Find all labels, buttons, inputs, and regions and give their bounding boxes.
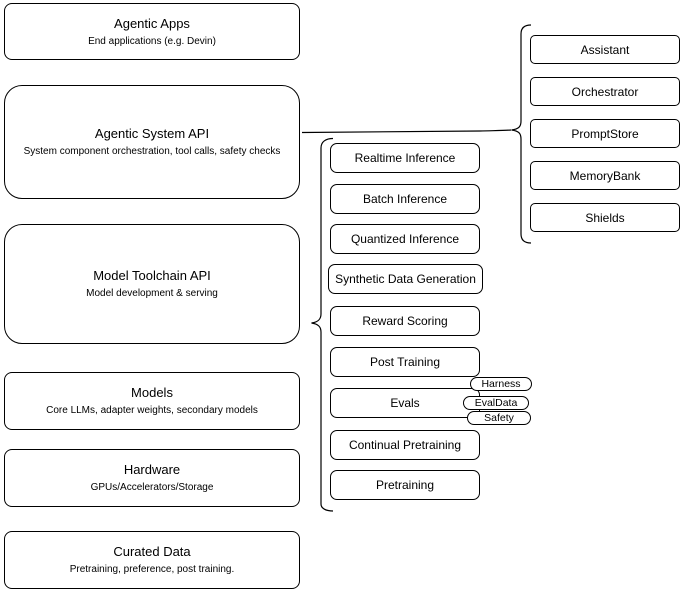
- system-item-memorybank: MemoryBank: [530, 161, 680, 190]
- evals-tag-safety: Safety: [467, 411, 531, 425]
- toolchain-item-reward-scoring: Reward Scoring: [330, 306, 480, 336]
- toolchain-item-post-training: Post Training: [330, 347, 480, 377]
- toolchain-item-realtime-inference: Realtime Inference: [330, 143, 480, 173]
- toolchain-item-quantized-inference: Quantized Inference: [330, 224, 480, 254]
- system-item-assistant: Assistant: [530, 35, 680, 64]
- layer-box-models: Models Core LLMs, adapter weights, secon…: [4, 372, 300, 430]
- toolchain-item-synthetic-data-generation: Synthetic Data Generation: [328, 264, 483, 294]
- layer-title: Hardware: [123, 462, 181, 477]
- system-connector-line: [301, 129, 512, 134]
- toolchain-item-pretraining: Pretraining: [330, 470, 480, 500]
- evals-tag-evaldata: EvalData: [463, 396, 529, 410]
- layer-title: Curated Data: [113, 544, 191, 559]
- layer-subtitle: GPUs/Accelerators/Storage: [90, 482, 214, 493]
- layer-box-agentic-apps: Agentic Apps End applications (e.g. Devi…: [4, 3, 300, 60]
- system-item-shields: Shields: [530, 203, 680, 232]
- toolchain-item-evals: Evals: [330, 388, 480, 418]
- system-item-promptstore: PromptStore: [530, 119, 680, 148]
- layer-subtitle: Model development & serving: [86, 288, 218, 299]
- layer-subtitle: End applications (e.g. Devin): [88, 35, 216, 47]
- system-brace: [511, 24, 532, 244]
- system-item-orchestrator: Orchestrator: [530, 77, 680, 106]
- layer-subtitle: System component orchestration, tool cal…: [23, 146, 281, 157]
- layer-box-curated-data: Curated Data Pretraining, preference, po…: [4, 531, 300, 589]
- layer-subtitle: Core LLMs, adapter weights, secondary mo…: [46, 405, 258, 416]
- layer-title: Model Toolchain API: [93, 268, 211, 283]
- layer-box-hardware: Hardware GPUs/Accelerators/Storage: [4, 449, 300, 507]
- toolchain-item-continual-pretraining: Continual Pretraining: [330, 430, 480, 460]
- layer-title: Agentic System API: [94, 126, 210, 141]
- layer-box-agentic-system-api: Agentic System API System component orch…: [4, 85, 300, 199]
- layer-box-model-toolchain-api: Model Toolchain API Model development & …: [4, 224, 300, 344]
- layer-subtitle: Pretraining, preference, post training.: [69, 564, 235, 575]
- layer-title: Models: [131, 385, 173, 400]
- evals-tag-harness: Harness: [470, 377, 532, 391]
- toolchain-item-batch-inference: Batch Inference: [330, 184, 480, 214]
- layer-title: Agentic Apps: [114, 15, 190, 31]
